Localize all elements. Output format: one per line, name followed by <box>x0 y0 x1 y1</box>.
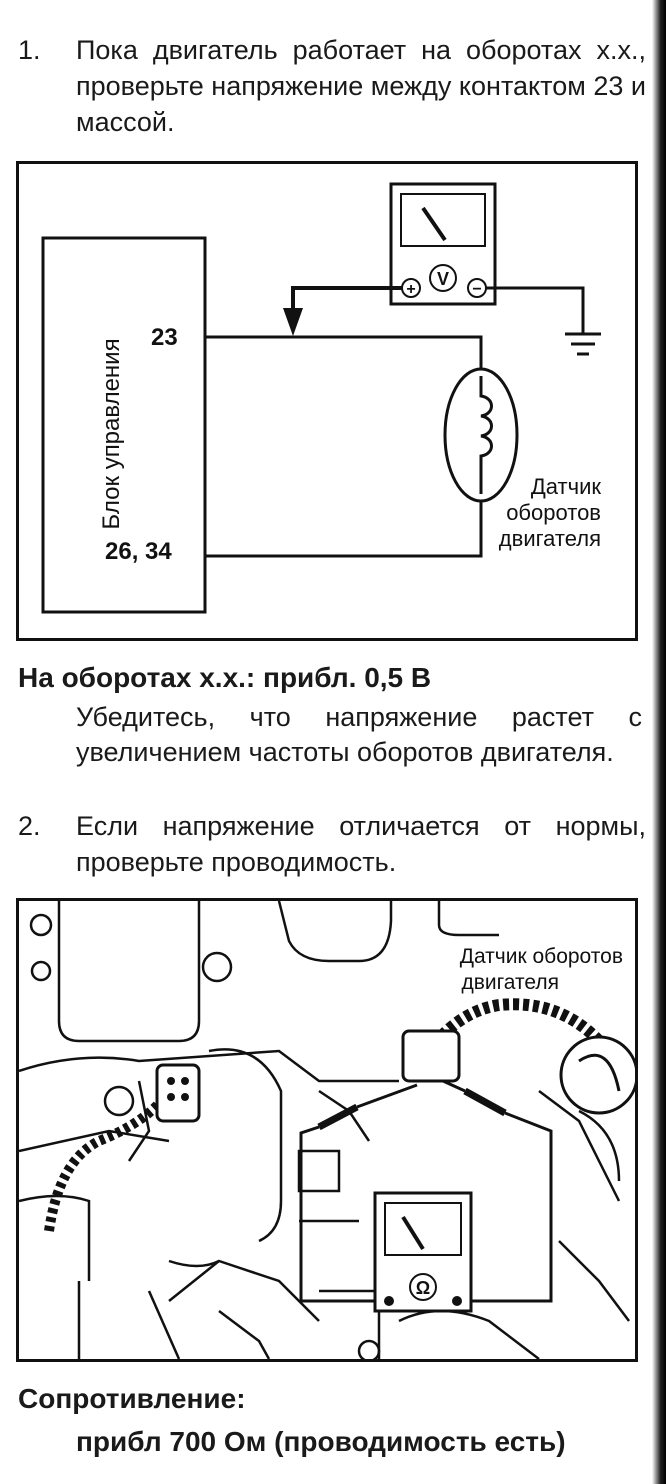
voltage-check-diagram: Блок управления 23 26, 34 Датчик оборото… <box>16 161 638 641</box>
pin-26-34-label: 26, 34 <box>105 538 172 565</box>
ohmmeter-terminal-left <box>384 1296 394 1306</box>
sensor-label-line1: Датчик оборотов <box>460 945 623 968</box>
voltmeter-display <box>400 193 486 247</box>
idle-voltage-result: На оборотах х.х.: прибл. 0,5 В <box>18 662 432 693</box>
voltage-symbol-icon <box>429 264 457 292</box>
ohmmeter-lead-right <box>451 1111 553 1303</box>
sensor-label-line2: двигателя <box>461 971 559 994</box>
wiring-harness-left <box>44 1088 174 1232</box>
probe-left-icon <box>317 1103 359 1131</box>
plus-sign: + <box>406 281 415 298</box>
probe-arrow-icon <box>283 308 303 336</box>
positive-probe-lead <box>291 286 402 310</box>
step-1-text: Пока двигатель работает на оборотах х.х.… <box>76 35 646 137</box>
connector-left-icon <box>155 1063 201 1123</box>
ohm-symbol-icon <box>409 1273 437 1301</box>
step-2-text: Если напряжение отличается от нормы, про… <box>76 811 646 877</box>
step-1-number: 1. <box>18 35 41 65</box>
voltmeter-needle <box>421 206 447 242</box>
resistance-label: Сопротивление: <box>18 1383 246 1414</box>
step-2-number: 2. <box>18 811 41 841</box>
sensor-connector-icon <box>401 1029 461 1083</box>
sensor-label-line2: оборотов <box>506 500 601 525</box>
ohmmeter-lead-left <box>299 1125 381 1303</box>
engine-sketch <box>18 900 630 1363</box>
voltage-diagram-svg: Блок управления 23 26, 34 Датчик оборото… <box>41 182 601 614</box>
probe-right-icon <box>463 1087 507 1117</box>
step-2: 2. Если напряжение отличается от нормы, … <box>18 808 648 884</box>
wire-pin-23 <box>205 335 483 370</box>
minus-sign: − <box>472 281 481 298</box>
resistance-value: прибл 700 Ом (проводимость есть) <box>76 1426 566 1457</box>
wiring-harness-sensor <box>424 998 604 1055</box>
ohmmeter-needle <box>401 1215 425 1251</box>
speed-sensor-icon <box>559 1035 639 1115</box>
ohmmeter-display <box>384 1202 462 1256</box>
step-1: 1. Пока двигатель работает на оборотах х… <box>18 32 648 144</box>
negative-probe-lead <box>486 286 585 334</box>
sensor-label-line3: двигателя <box>499 526 601 551</box>
page-edge-shadow <box>652 0 666 1484</box>
pin-23-label: 23 <box>151 324 178 351</box>
voltage-symbol: V <box>437 269 449 289</box>
coil-icon <box>479 376 493 494</box>
sensor-label-line1: Датчик <box>531 474 601 499</box>
continuity-illustration-svg: Датчик оборотов двигателя Ω <box>18 900 639 1363</box>
speed-sensor-symbol <box>443 367 519 503</box>
idle-voltage-note: Убедитесь, что напряжение растет с увели… <box>76 702 642 767</box>
ohmmeter-terminal-right <box>452 1296 462 1306</box>
ecu-box <box>41 236 207 614</box>
wire-pin-26-34 <box>205 500 483 558</box>
ecu-label: Блок управления <box>98 338 125 529</box>
continuity-check-illustration: Датчик оборотов двигателя Ω <box>16 898 639 1363</box>
ohm-symbol: Ω <box>416 1278 430 1298</box>
